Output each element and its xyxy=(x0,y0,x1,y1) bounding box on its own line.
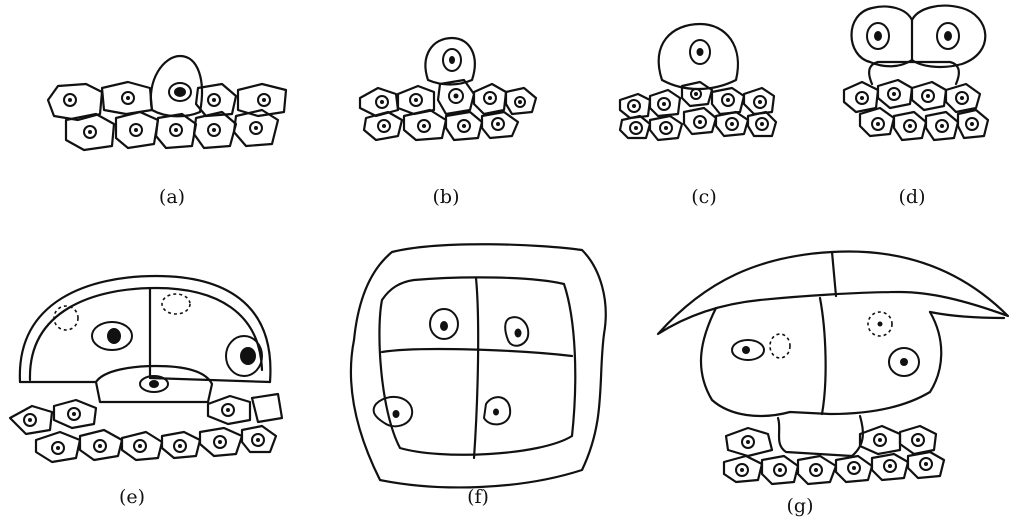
epithelium-d xyxy=(844,80,988,140)
panel-label-e: (e) xyxy=(119,486,145,508)
panel-b: (b) xyxy=(360,38,536,208)
archesporial-cell-a xyxy=(151,56,202,116)
panel-e: (e) xyxy=(10,276,282,508)
panel-a: (a) xyxy=(48,56,286,208)
sporangium-e xyxy=(20,276,271,402)
archesporial-cell-c xyxy=(659,24,738,89)
panel-label-d: (d) xyxy=(899,186,926,208)
panel-label-g: (g) xyxy=(787,495,814,517)
panel-g: (g) xyxy=(658,252,1008,517)
sporangium-g xyxy=(658,252,1008,456)
dyad-cells-d xyxy=(852,6,986,84)
panel-c: (c) xyxy=(620,24,776,208)
epithelium-c xyxy=(620,82,776,140)
panel-d: (d) xyxy=(844,6,988,208)
archesporial-cell-b xyxy=(425,38,474,85)
tetrad-f xyxy=(351,244,606,487)
panel-label-a: (a) xyxy=(159,186,185,208)
epithelium-b xyxy=(360,80,536,140)
panel-label-c: (c) xyxy=(691,186,716,208)
panel-label-b: (b) xyxy=(433,186,460,208)
panel-label-f: (f) xyxy=(467,486,489,508)
epithelium-e xyxy=(10,394,282,462)
panel-f: (f) xyxy=(351,244,606,508)
